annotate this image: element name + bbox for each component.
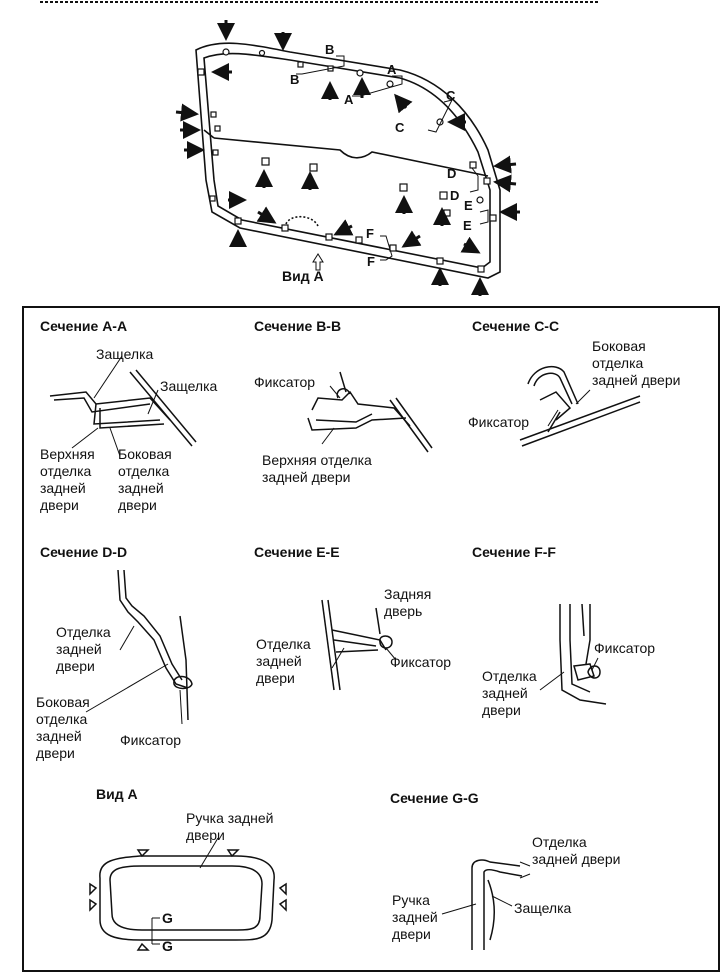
label-trim: Отделка задней двери [482,668,537,718]
view-title-a: Вид А [96,786,138,802]
section-title-ee: Сечение Е-Е [254,544,340,560]
section-letter-c: C [446,88,456,103]
section-letter-e: E [464,198,473,213]
label-clip: Фиксатор [594,640,656,656]
clip-arrows [175,20,520,296]
section-letter-d: D [447,166,457,181]
section-letter-a: A [387,62,397,77]
section-letter-f: F [366,226,374,241]
label-latch: Защелка [160,378,218,394]
label-upper-trim: Верхняя отделка задней двери [262,452,372,485]
label-clip: Фиксатор [390,654,452,670]
section-title-cc: Сечение С-С [472,318,560,334]
section-title-gg: Сечение G-G [390,790,479,806]
label-side-trim: Боковая отделка задней двери [118,446,172,513]
section-letter-e: E [463,218,472,233]
label-trim: Отделка задней двери [256,636,311,686]
section-letter-b: B [325,42,335,57]
label-handle: Ручка задней двери [186,810,274,843]
section-letter-b: B [290,72,300,87]
label-trim: Отделка задней двери [56,624,111,674]
section-title-aa: Сечение А-А [40,318,128,334]
section-title-dd: Сечение D-D [40,544,128,560]
label-trim: Отделка задней двери [532,834,621,867]
label-clip: Фиксатор [120,732,182,748]
label-side-trim: Боковая отделка задней двери [36,694,90,761]
section-letter-c: C [395,120,405,135]
section-letter-a: A [344,92,354,107]
sections-frame [22,306,720,972]
label-side-trim: Боковая отделка задней двери [592,338,681,388]
label-handle: Ручка задней двери [392,892,438,942]
label-tailgate: Задняя дверь [384,586,432,619]
section-letter-f: F [367,254,375,269]
view-a-label: Вид А [282,268,324,284]
label-upper-trim: Верхняя отделка задней двери [40,446,95,513]
view-a-arrow [312,253,324,271]
label-clip: Фиксатор [254,374,316,390]
label-latch: Защелка [96,346,154,362]
section-letter-g: G [162,910,173,926]
label-latch: Защелка [514,900,572,916]
section-letter-g: G [162,938,173,954]
section-letter-d: D [450,188,460,203]
label-clip: Фиксатор [468,414,530,430]
section-title-ff: Сечение F-F [472,544,556,560]
section-lines [296,55,489,261]
section-title-bb: Сечение В-В [254,318,342,334]
